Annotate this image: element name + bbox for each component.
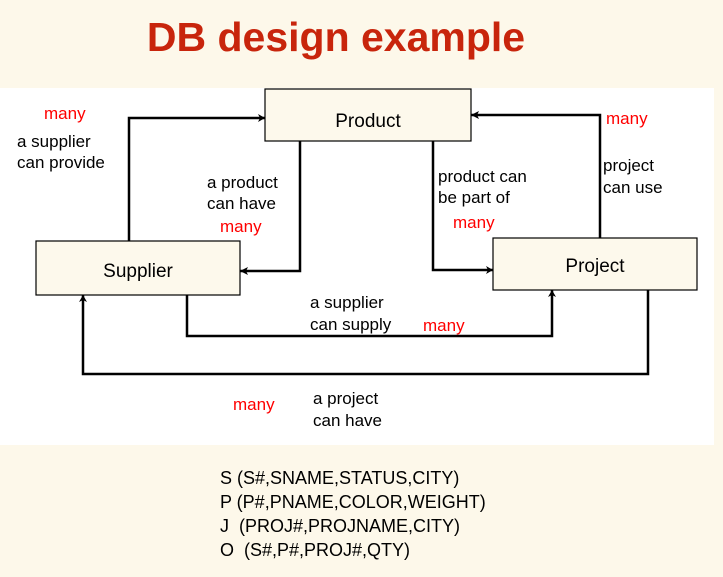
entity-supplier-label: Supplier xyxy=(103,261,173,282)
schema-line: J (PROJ#,PROJNAME,CITY) xyxy=(220,516,461,536)
relationship-label: be part of xyxy=(438,188,510,207)
relationship-label: project xyxy=(603,156,654,175)
relational-schema: S (S#,SNAME,STATUS,CITY) P (P#,PNAME,COL… xyxy=(220,466,486,562)
slide-title: DB design example xyxy=(146,14,526,60)
entity-product-box xyxy=(264,88,472,142)
arrow-head xyxy=(471,111,479,119)
arrow-head xyxy=(79,295,87,302)
relationship-label: can have xyxy=(313,411,382,430)
relationship-label: can provide xyxy=(17,153,105,172)
connector-supplier-project xyxy=(185,290,554,338)
arrow-head xyxy=(240,267,248,275)
connector-project-product xyxy=(471,113,602,238)
cardinality-label: many xyxy=(606,109,648,128)
relationship-label: a product xyxy=(207,173,278,192)
arrow-head xyxy=(486,266,493,274)
relationship-label: a supplier xyxy=(310,293,384,312)
relationship-label: product can xyxy=(438,167,527,186)
cardinality-label: many xyxy=(233,395,275,414)
connector-product-project xyxy=(431,141,493,272)
connector-supplier-product xyxy=(127,116,265,241)
cardinality-label: many xyxy=(44,104,86,123)
arrow-head xyxy=(548,290,556,297)
schema-line: O (S#,P#,PROJ#,QTY) xyxy=(220,540,411,560)
cardinality-label: many xyxy=(423,316,465,335)
entity-product-label: Product xyxy=(335,111,401,132)
connector-project-supplier xyxy=(81,290,650,376)
relationship-label: can use xyxy=(603,178,663,197)
schema-line: S (S#,SNAME,STATUS,CITY) xyxy=(220,468,460,488)
entity-supplier-box xyxy=(35,240,241,296)
cardinality-label: many xyxy=(453,213,495,232)
relationship-label: a project xyxy=(313,389,378,408)
connector-product-supplier xyxy=(240,141,302,273)
entity-project-box xyxy=(492,237,698,291)
entity-project-label: Project xyxy=(565,256,625,277)
cardinality-label: many xyxy=(220,217,262,236)
arrow-head xyxy=(258,114,265,122)
relationship-label: can have xyxy=(207,194,276,213)
relationship-label: a supplier xyxy=(17,132,91,151)
schema-line: P (P#,PNAME,COLOR,WEIGHT) xyxy=(220,492,486,512)
relationship-label: can supply xyxy=(310,315,392,334)
